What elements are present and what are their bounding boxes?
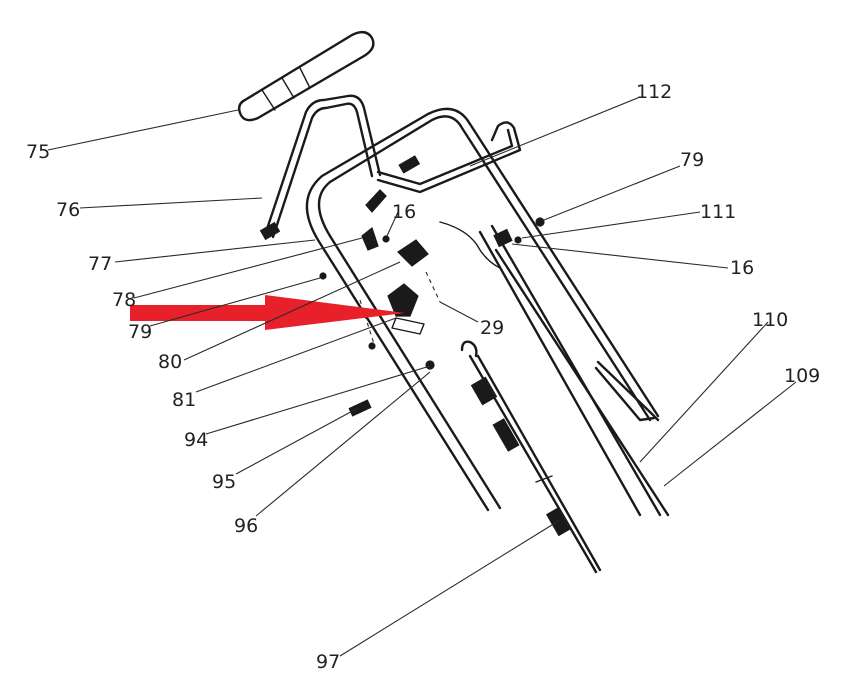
left-fasteners <box>319 189 390 280</box>
highlight-arrow <box>130 295 405 330</box>
part-95-bolt <box>348 399 372 417</box>
callout-16-right: 16 <box>730 257 754 279</box>
callout-97: 97 <box>316 651 340 673</box>
callout-29: 29 <box>480 317 504 339</box>
part-76-upper-handle <box>259 94 382 241</box>
callout-112: 112 <box>636 81 672 103</box>
callout-109: 109 <box>784 365 820 387</box>
callout-111: 111 <box>700 201 736 223</box>
callout-96: 96 <box>234 515 258 537</box>
control-cable <box>439 221 501 269</box>
callout-78: 78 <box>112 289 136 311</box>
callout-16-left: 16 <box>392 201 416 223</box>
part-97-cable <box>460 340 602 574</box>
part-112-lever <box>376 121 522 194</box>
right-fasteners <box>493 217 545 248</box>
callout-80: 80 <box>158 351 182 373</box>
callout-75: 75 <box>26 141 50 163</box>
callout-94: 94 <box>184 429 208 451</box>
leader-lines <box>47 96 797 657</box>
callout-79-left: 79 <box>128 321 152 343</box>
callout-95: 95 <box>212 471 236 493</box>
part-110-109-lower-tubes <box>478 224 670 517</box>
callout-77: 77 <box>88 253 112 275</box>
part-81-control-block <box>368 283 425 350</box>
callout-79-right: 79 <box>680 149 704 171</box>
part-96-bolt <box>425 360 435 370</box>
part-80-knob <box>397 239 429 267</box>
callout-76: 76 <box>56 199 80 221</box>
callout-81: 81 <box>172 389 196 411</box>
part-75-grip <box>237 30 375 122</box>
callout-labels: 75 76 77 78 79 80 81 94 95 96 97 16 29 1… <box>26 81 820 673</box>
callout-110: 110 <box>752 309 788 331</box>
main-handle-frame <box>305 107 660 512</box>
assembly-dashed-lines <box>359 271 441 345</box>
